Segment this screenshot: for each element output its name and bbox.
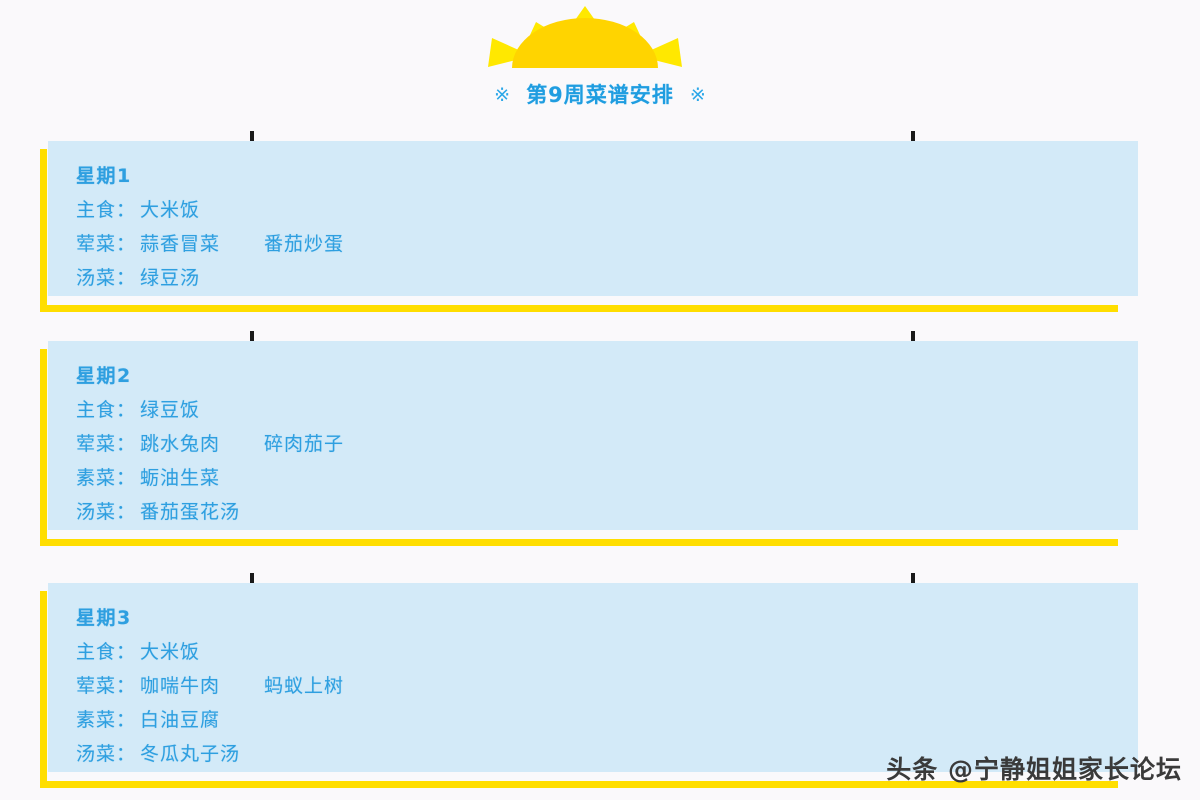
meal-row: 主食：绿豆饭 <box>76 393 1138 427</box>
meal-value: 蒜香冒菜 <box>140 233 221 255</box>
day-title: 星期1 <box>76 165 132 187</box>
card-frame <box>40 149 1118 312</box>
meal-value: 跳水兔肉 <box>140 433 221 455</box>
watermark: 头条 @宁静姐姐家长论坛 <box>886 755 1182 784</box>
meal-value-secondary: 蚂蚁上树 <box>264 675 345 697</box>
meal-label: 荤菜： <box>76 433 137 455</box>
meal-value: 咖喘牛肉 <box>140 675 221 697</box>
card-frame <box>40 349 1118 546</box>
meal-label: 汤菜： <box>76 267 137 289</box>
meal-label: 汤菜： <box>76 743 137 765</box>
meal-row: 荤菜：跳水兔肉 碎肉茄子 <box>76 427 1138 461</box>
page-header: ※ 第9周菜谱安排 ※ <box>0 0 1200 120</box>
card-panel: 星期2 主食：绿豆饭 荤菜：跳水兔肉 碎肉茄子 素菜：蛎油生菜 汤菜：番茄蛋花汤 <box>48 341 1138 530</box>
page-title: ※ 第9周菜谱安排 ※ <box>0 82 1200 108</box>
meal-row: 素菜：白油豆腐 <box>76 703 1138 737</box>
meal-row: 汤菜：绿豆汤 <box>76 261 1138 295</box>
meal-row: 主食：大米饭 <box>76 635 1138 669</box>
card-panel: 星期3 主食：大米饭 荤菜：咖喘牛肉 蚂蚁上树 素菜：白油豆腐 汤菜：冬瓜丸子汤 <box>48 583 1138 772</box>
meal-value: 绿豆汤 <box>140 267 201 289</box>
meal-row: 汤菜：冬瓜丸子汤 <box>76 737 1138 771</box>
meal-value: 绿豆饭 <box>140 399 201 421</box>
meal-value-secondary: 番茄炒蛋 <box>264 233 345 255</box>
day-title: 星期2 <box>76 365 132 387</box>
meal-label: 主食： <box>76 199 137 221</box>
page-title-text: 第9周菜谱安排 <box>526 83 674 107</box>
meal-row: 荤菜：蒜香冒菜 番茄炒蛋 <box>76 227 1138 261</box>
meal-value: 白油豆腐 <box>140 709 221 731</box>
meal-value: 蛎油生菜 <box>140 467 221 489</box>
card-panel: 星期1 主食：大米饭 荤菜：蒜香冒菜 番茄炒蛋 汤菜：绿豆汤 <box>48 141 1138 296</box>
meal-label: 主食： <box>76 399 137 421</box>
meal-row: 素菜：蛎油生菜 <box>76 461 1138 495</box>
meal-label: 荤菜： <box>76 675 137 697</box>
meal-value: 大米饭 <box>140 641 201 663</box>
meal-row: 汤菜：番茄蛋花汤 <box>76 495 1138 529</box>
meal-label: 荤菜： <box>76 233 137 255</box>
day-title: 星期3 <box>76 607 132 629</box>
meal-value: 大米饭 <box>140 199 201 221</box>
meal-label: 主食： <box>76 641 137 663</box>
meal-label: 素菜： <box>76 467 137 489</box>
meal-row: 主食：大米饭 <box>76 193 1138 227</box>
meal-label: 素菜： <box>76 709 137 731</box>
deco-left-icon: ※ <box>494 84 511 106</box>
card-frame <box>40 591 1118 788</box>
meal-value: 冬瓜丸子汤 <box>140 743 241 765</box>
half-sun-icon <box>480 4 690 70</box>
meal-label: 汤菜： <box>76 501 137 523</box>
meal-value: 番茄蛋花汤 <box>140 501 241 523</box>
meal-row: 荤菜：咖喘牛肉 蚂蚁上树 <box>76 669 1138 703</box>
deco-right-icon: ※ <box>689 84 706 106</box>
meal-value-secondary: 碎肉茄子 <box>264 433 345 455</box>
